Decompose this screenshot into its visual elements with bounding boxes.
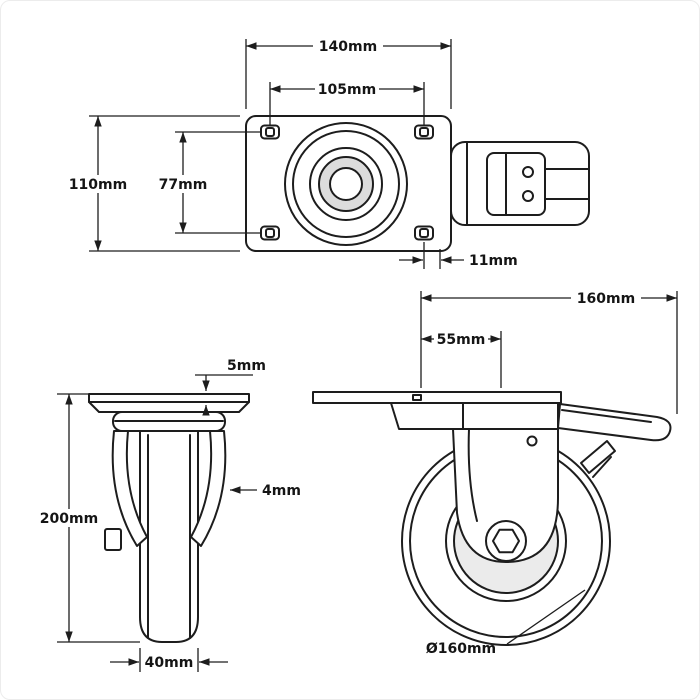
dim-hole-offset	[399, 242, 464, 269]
top-plate-side	[312, 391, 562, 404]
wheel-top-circles	[284, 122, 408, 246]
dim-label-diameter-160mm: Ø160mm	[426, 641, 496, 657]
fork-bolt	[526, 435, 538, 447]
dim-overall-height	[35, 393, 140, 643]
dim-swivel-offset	[421, 330, 502, 388]
dim-label-55mm: 55mm	[437, 332, 486, 348]
dim-bolt-spacing-depth	[156, 131, 260, 234]
dim-label-11mm: 11mm	[469, 253, 518, 269]
dim-plate-width	[245, 37, 452, 109]
top-plate-front	[88, 393, 250, 403]
fork-leg-left	[111, 430, 148, 547]
dim-label-160mm: 160mm	[577, 291, 635, 307]
dim-plate-thickness	[195, 374, 253, 416]
hub-hex-bolt	[492, 528, 520, 554]
fork-side-plate	[452, 428, 559, 563]
dim-label-200mm: 200mm	[40, 511, 98, 527]
fork-leg-right	[190, 430, 227, 547]
brake-housing-top	[450, 141, 590, 226]
dim-label-40mm: 40mm	[145, 655, 194, 671]
dim-overall-length	[420, 289, 678, 414]
plate-hole-mark	[412, 394, 422, 401]
dim-label-4mm: 4mm	[262, 483, 301, 499]
dim-label-110mm: 110mm	[69, 177, 127, 193]
front-view-caster: 5mm 200mm 4mm 40mm	[35, 358, 301, 672]
axle-nut	[104, 528, 122, 551]
dim-bolt-spacing-width	[269, 80, 425, 125]
dim-label-140mm: 140mm	[319, 39, 377, 55]
top-view-caster-plate: 140mm 105mm 110mm 77mm	[64, 37, 590, 269]
wheel-front	[139, 430, 199, 643]
dim-wheel-width	[110, 648, 228, 672]
dim-wheel-diameter-leader	[506, 589, 586, 645]
brake-pedal	[557, 403, 672, 442]
dim-plate-depth	[64, 115, 240, 252]
brake-pad	[580, 440, 616, 474]
plate-flange	[88, 401, 250, 413]
dim-label-77mm: 77mm	[159, 177, 208, 193]
dim-label-5mm: 5mm	[227, 358, 266, 374]
bolt-holes	[260, 124, 434, 241]
swivel-head	[390, 402, 559, 430]
dim-label-105mm: 105mm	[318, 82, 376, 98]
side-view-caster: 160mm 55mm Ø160mm	[312, 289, 678, 657]
